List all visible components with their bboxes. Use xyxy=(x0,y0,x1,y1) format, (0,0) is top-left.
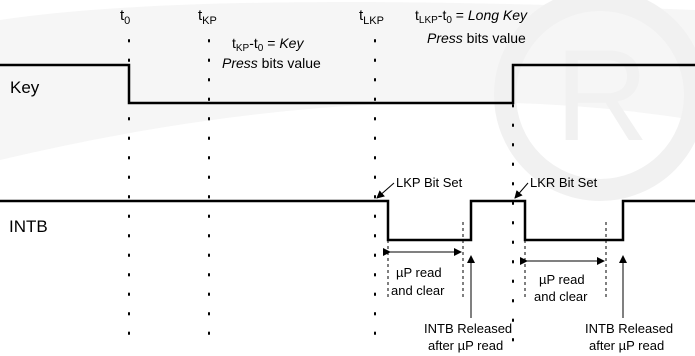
and-clear-label-1: and clear xyxy=(391,283,445,298)
read-window-lines xyxy=(387,222,607,298)
key-waveform xyxy=(0,63,695,105)
key-signal-label: Key xyxy=(10,78,40,97)
long-key-press-note-line1: tLKP-t0 = Long Key xyxy=(415,7,528,26)
lkr-bit-set-arrow xyxy=(514,182,529,199)
watermark-logo: R xyxy=(494,0,695,201)
lkp-bit-set-arrow xyxy=(376,182,395,199)
intb-waveform xyxy=(0,199,695,242)
up-read-label-2: µP read xyxy=(539,272,585,287)
tlkp-label: tLKP xyxy=(359,7,384,27)
intb-released-2-line2: after µP read xyxy=(589,338,664,353)
key-press-note-line2: Press bits value xyxy=(222,55,321,71)
lkr-bit-set-label: LKR Bit Set xyxy=(530,175,598,190)
tkp-label: tKP xyxy=(198,7,217,27)
up-read-label-1: µP read xyxy=(396,265,442,280)
key-press-note-line1: tKP-t0 = Key xyxy=(232,35,304,54)
intb-released-2-line1: INTB Released xyxy=(585,321,673,336)
watermark-r: R xyxy=(555,22,649,168)
time-marker-lines xyxy=(128,39,514,346)
t0-label: t0 xyxy=(120,7,130,27)
lkp-bit-set-label: LKP Bit Set xyxy=(396,175,463,190)
intb-released-1-line2: after µP read xyxy=(428,338,503,353)
and-clear-label-2: and clear xyxy=(534,289,588,304)
intb-released-1-line1: INTB Released xyxy=(424,321,512,336)
intb-signal-label: INTB xyxy=(9,217,48,236)
long-key-press-note-line2: Press bits value xyxy=(427,30,526,46)
